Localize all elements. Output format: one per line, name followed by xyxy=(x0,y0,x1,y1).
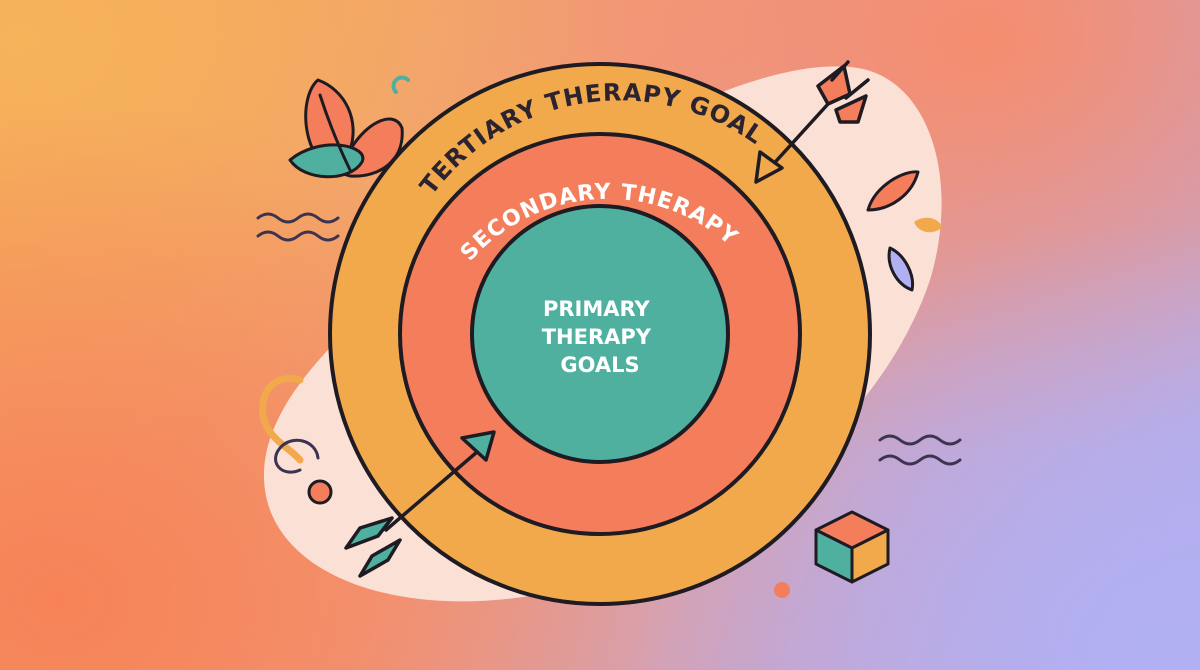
center-label: PRIMARY THERAPY GOALS xyxy=(542,297,659,377)
swirl-icon xyxy=(259,375,320,474)
arc-icon xyxy=(391,75,410,94)
wave-right-icon xyxy=(878,434,962,466)
leaf-icon xyxy=(288,78,404,179)
cube-icon xyxy=(814,510,890,584)
dot-icon xyxy=(307,479,333,505)
small-dot-icon xyxy=(774,582,790,598)
arrow-top-right xyxy=(754,60,870,184)
wave-icon xyxy=(256,212,340,242)
leaf-right-icon xyxy=(866,170,942,292)
center-circle xyxy=(470,204,730,464)
arrow-bottom-left xyxy=(344,430,496,578)
